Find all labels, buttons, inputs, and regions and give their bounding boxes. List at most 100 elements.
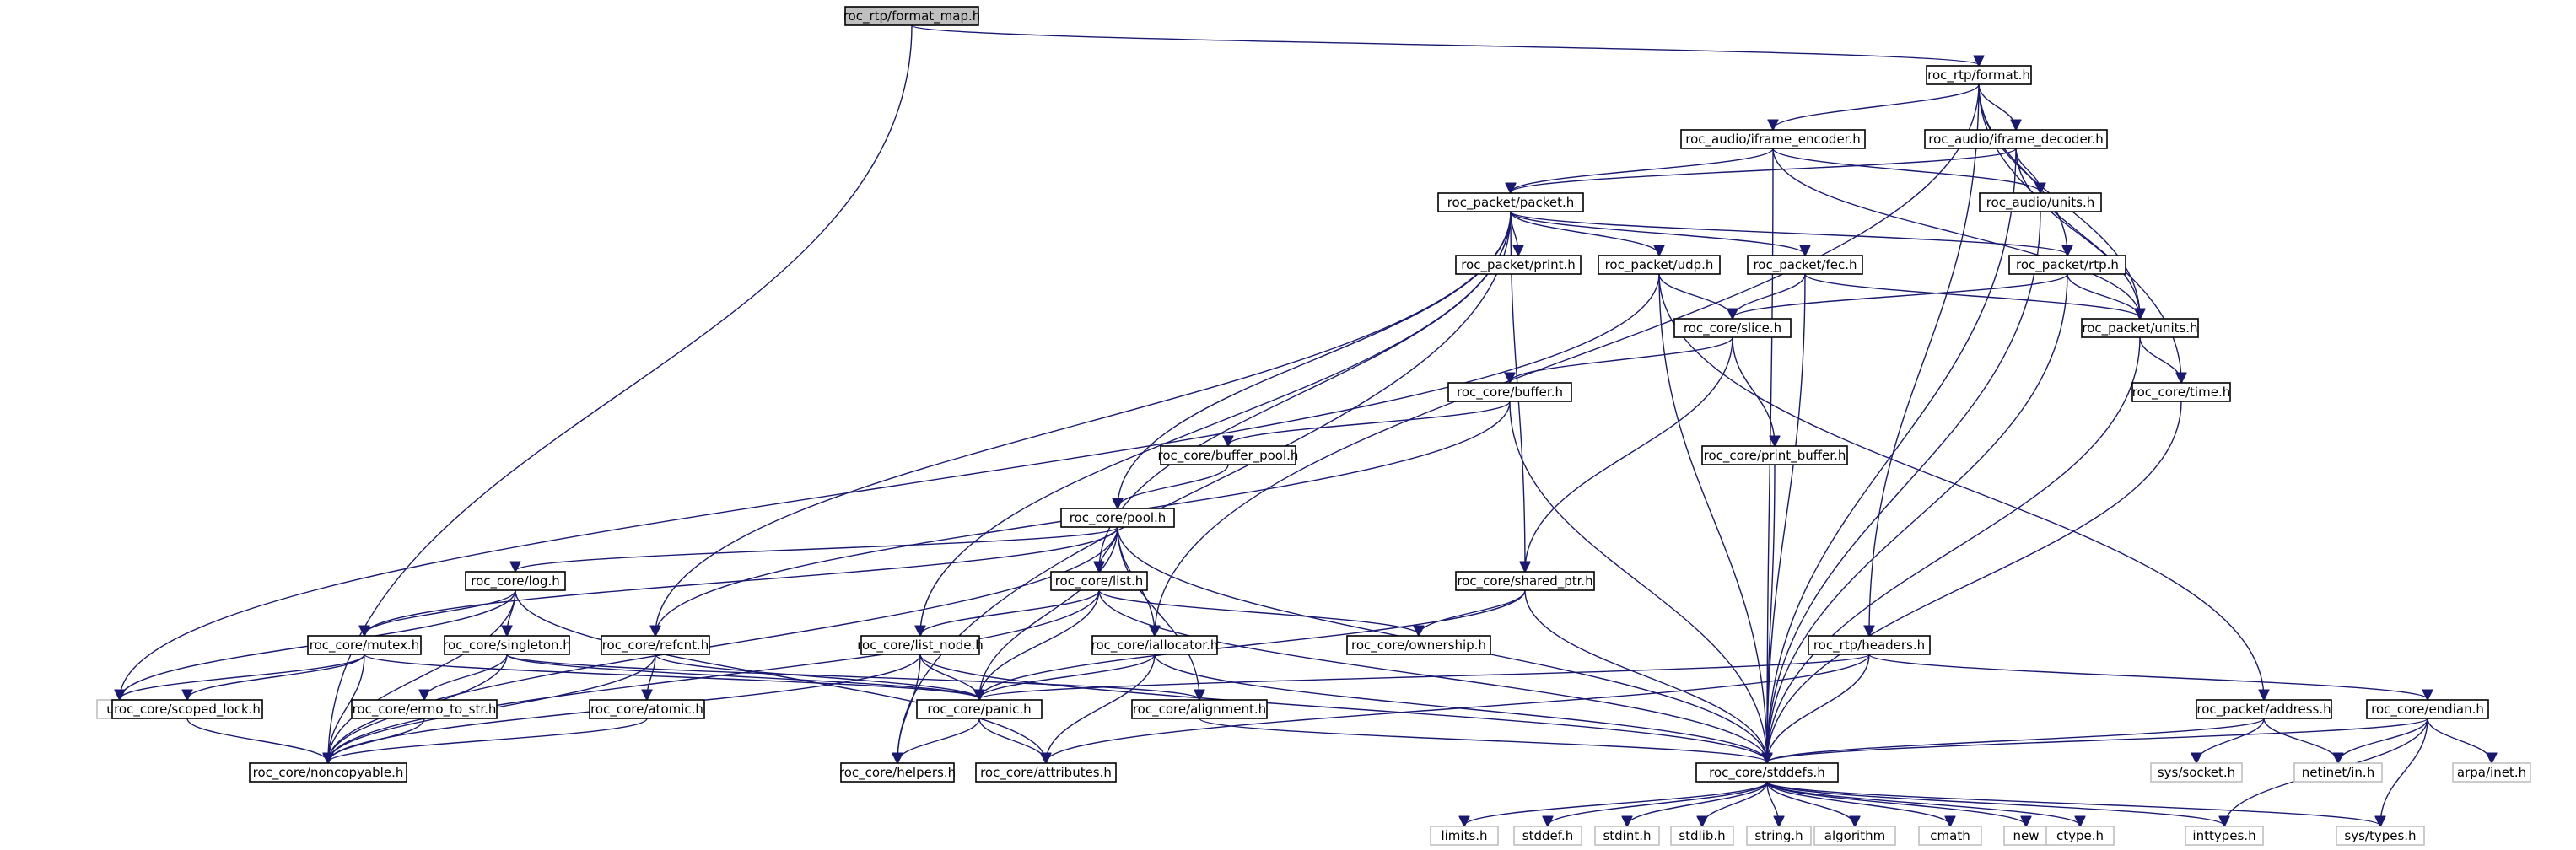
edge-rtp-to-packet_units <box>2067 273 2140 318</box>
node-iframe-decoder[interactable]: roc_audio/iframe_decoder.h <box>1924 129 2108 149</box>
edge-mutex-to-panic <box>364 654 979 699</box>
edge-packet-to-refcnt <box>655 211 1512 635</box>
edge-stddefs-to-limits <box>1464 781 1768 826</box>
edge-packet-to-rtp <box>1510 211 2067 255</box>
node-box <box>2293 762 2383 783</box>
node-udp[interactable]: roc_packet/udp.h <box>1598 255 1721 275</box>
node-pool[interactable]: roc_core/pool.h <box>1060 508 1175 528</box>
node-audio-units[interactable]: roc_audio/units.h <box>1979 192 2102 212</box>
edge-stddefs-to-stdint <box>1627 781 1768 826</box>
node-headers[interactable]: roc_rtp/headers.h <box>1808 635 1931 655</box>
node-label: roc_core/atomic.h <box>590 702 703 718</box>
edge-list-to-ownership <box>1098 589 1419 635</box>
edge-log-to-mutex <box>364 589 516 635</box>
node-label: algorithm <box>1824 828 1885 843</box>
node-box <box>1701 445 1848 465</box>
node-refcnt[interactable]: roc_core/refcnt.h <box>601 635 710 655</box>
node-buffer[interactable]: roc_core/buffer.h <box>1447 382 1572 402</box>
node-box <box>1979 192 2102 212</box>
node-label: roc_core/helpers.h <box>839 765 956 781</box>
node-errno-to-str[interactable]: roc_core/errno_to_str.h <box>351 699 498 719</box>
node-label: roc_core/print_buffer.h <box>1704 448 1846 464</box>
node-label: roc_core/pool.h <box>1070 510 1167 526</box>
node-slice[interactable]: roc_core/slice.h <box>1673 318 1792 338</box>
node-box <box>1695 762 1839 783</box>
node-box <box>1673 318 1792 338</box>
node-mutex[interactable]: roc_core/mutex.h <box>307 635 422 655</box>
edge-slice-to-buffer <box>1510 336 1733 382</box>
node-label: roc_audio/iframe_decoder.h <box>1928 132 2104 148</box>
node-scoped-lock[interactable]: roc_core/scoped_lock.h <box>111 699 263 719</box>
edge-slice-to-print_buffer <box>1732 336 1775 445</box>
node-endian[interactable]: roc_core/endian.h <box>2366 699 2489 719</box>
edge-singleton-to-panic <box>506 654 979 699</box>
node-label: ctype.h <box>2056 828 2104 843</box>
node-attributes[interactable]: roc_core/attributes.h <box>975 762 1117 783</box>
node-log[interactable]: roc_core/log.h <box>465 571 566 591</box>
node-print[interactable]: roc_packet/print.h <box>1455 255 1582 275</box>
edge-packet_units-to-stddefs <box>1767 336 2141 762</box>
node-time[interactable]: roc_core/time.h <box>2131 382 2231 402</box>
node-allocator[interactable]: roc_core/iallocator.h <box>1091 635 1219 655</box>
node-box <box>1594 826 1660 846</box>
node-format[interactable]: roc_rtp/format.h <box>1926 65 2032 85</box>
node-box <box>307 635 422 655</box>
edge-pool-to-log <box>515 526 1118 571</box>
edge-packet-to-list_node <box>920 211 1512 635</box>
node-fec[interactable]: roc_packet/fec.h <box>1747 255 1863 275</box>
edge-endian-to-stddefs <box>1767 718 2428 762</box>
node-stddefs[interactable]: roc_core/stddefs.h <box>1695 762 1839 783</box>
node-label: cmath <box>1930 828 1970 843</box>
node-format-map[interactable]: roc_rtp/format_map.h <box>843 6 981 26</box>
node-ownership[interactable]: roc_core/ownership.h <box>1346 635 1491 655</box>
edge-udp-to-uv <box>120 273 1660 699</box>
node-label: sys/types.h <box>2344 828 2416 843</box>
node-algorithm: algorithm <box>1813 826 1896 846</box>
node-box <box>1680 129 1866 149</box>
node-label: roc_core/shared_ptr.h <box>1457 573 1592 589</box>
node-box <box>1813 826 1896 846</box>
node-box <box>2150 762 2243 783</box>
node-noncopyable[interactable]: roc_core/noncopyable.h <box>249 762 407 783</box>
node-box <box>1131 699 1268 719</box>
node-label: stdlib.h <box>1679 828 1725 843</box>
node-alignment[interactable]: roc_core/alignment.h <box>1131 699 1268 719</box>
node-packet-units[interactable]: roc_packet/units.h <box>2081 318 2199 338</box>
node-shared-ptr[interactable]: roc_core/shared_ptr.h <box>1455 571 1595 591</box>
node-box <box>444 635 570 655</box>
node-print-buffer[interactable]: roc_core/print_buffer.h <box>1701 445 1848 465</box>
edge-headers-to-endian <box>1868 654 2428 699</box>
edge-iframe_decoder-to-stddefs <box>1767 148 2017 762</box>
edge-iframe_decoder-to-packet <box>1511 148 2017 192</box>
node-box <box>1918 826 1982 846</box>
node-helpers[interactable]: roc_core/helpers.h <box>839 762 956 783</box>
node-box <box>2366 699 2489 719</box>
node-label: arpa/inet.h <box>2457 765 2526 780</box>
node-atomic[interactable]: roc_core/atomic.h <box>589 699 705 719</box>
node-label: roc_packet/packet.h <box>1447 195 1575 211</box>
node-buffer-pool[interactable]: roc_core/buffer_pool.h <box>1158 445 1299 465</box>
edge-buffer_pool-to-pool <box>1118 464 1229 508</box>
node-label: roc_audio/iframe_encoder.h <box>1685 132 1861 148</box>
node-address[interactable]: roc_packet/address.h <box>2196 699 2332 719</box>
node-label: roc_core/ownership.h <box>1351 638 1486 654</box>
node-stdint: stdint.h <box>1594 826 1660 846</box>
node-box <box>1746 826 1812 846</box>
node-label: roc_core/list_node.h <box>857 638 984 654</box>
edge-stddefs-to-inttypes <box>1766 781 2224 826</box>
edge-stddefs-to-ctype <box>1766 781 2080 826</box>
node-iframe-encoder[interactable]: roc_audio/iframe_encoder.h <box>1680 129 1866 149</box>
edge-mutex-to-uv <box>120 654 365 699</box>
node-singleton[interactable]: roc_core/singleton.h <box>443 635 571 655</box>
node-rtp[interactable]: roc_packet/rtp.h <box>2008 255 2126 275</box>
edge-stddefs-to-stddef <box>1548 781 1768 826</box>
node-label: roc_core/scoped_lock.h <box>114 702 261 718</box>
edge-print_buffer-to-stddefs <box>1767 464 1776 762</box>
edge-address-to-stddefs <box>1767 718 2265 762</box>
node-panic[interactable]: roc_core/panic.h <box>916 699 1043 719</box>
node-packet[interactable]: roc_packet/packet.h <box>1437 192 1584 212</box>
node-list[interactable]: roc_core/list.h <box>1050 571 1148 591</box>
node-box <box>2045 826 2115 846</box>
node-label: roc_packet/print.h <box>1461 257 1576 273</box>
node-list-node[interactable]: roc_core/list_node.h <box>857 635 984 655</box>
